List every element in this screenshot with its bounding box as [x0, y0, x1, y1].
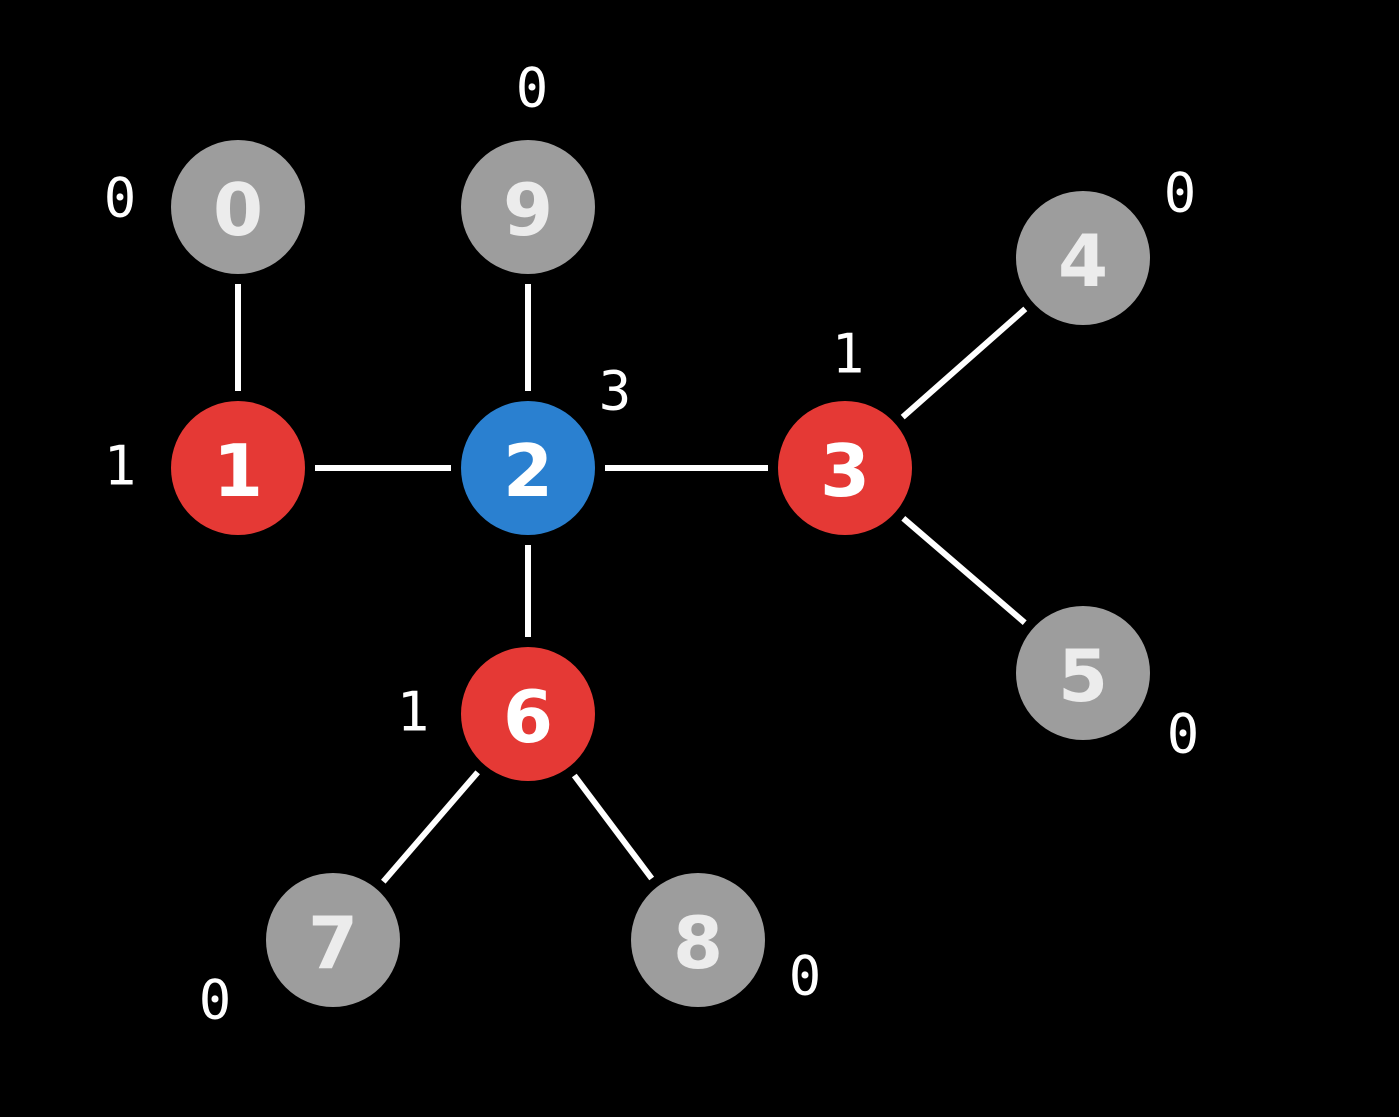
edge-3-4: [900, 306, 1028, 420]
node-4-circle: [1016, 191, 1150, 325]
node-0: 0 0: [104, 140, 305, 274]
node-4-id: 4: [1058, 219, 1108, 303]
node-9: 9 0: [461, 57, 595, 274]
node-6-id: 6: [503, 675, 553, 759]
node-9-circle: [461, 140, 595, 274]
nodes-layer: 0 0 1 1 2 3 3 1 4 0 5 0: [104, 57, 1200, 1032]
edges-layer: [235, 284, 1028, 884]
node-7: 7 0: [199, 873, 400, 1032]
node-0-value: 0: [104, 167, 137, 230]
node-8-id: 8: [673, 901, 723, 985]
node-8: 8 0: [631, 873, 821, 1008]
node-7-id: 7: [308, 901, 358, 985]
node-6-value: 1: [397, 681, 430, 744]
node-5-circle: [1016, 606, 1150, 740]
node-5-value: 0: [1167, 703, 1200, 766]
node-8-circle: [631, 873, 765, 1007]
node-9-value: 0: [516, 57, 549, 120]
node-5: 5 0: [1016, 606, 1199, 766]
node-7-circle: [266, 873, 400, 1007]
node-2: 2 3: [461, 360, 632, 535]
node-3-value: 1: [832, 323, 865, 386]
node-1-value: 1: [104, 435, 137, 498]
node-3: 3 1: [778, 323, 912, 535]
node-7-value: 0: [199, 969, 232, 1032]
node-0-circle: [171, 140, 305, 274]
node-5-id: 5: [1058, 634, 1108, 718]
node-2-circle: [461, 401, 595, 535]
node-1: 1 1: [104, 401, 305, 535]
node-6-circle: [461, 647, 595, 781]
node-2-id: 2: [503, 429, 553, 513]
node-1-circle: [171, 401, 305, 535]
node-6: 6 1: [397, 647, 595, 781]
node-1-id: 1: [213, 429, 263, 513]
node-0-id: 0: [213, 168, 263, 252]
node-4-value: 0: [1164, 162, 1197, 225]
edge-6-7: [381, 770, 480, 884]
node-4: 4 0: [1016, 162, 1197, 325]
node-3-circle: [778, 401, 912, 535]
node-9-id: 9: [503, 168, 553, 252]
node-8-value: 0: [789, 945, 822, 1008]
node-2-value: 3: [599, 360, 632, 423]
edge-6-8: [571, 773, 655, 881]
node-3-id: 3: [820, 429, 870, 513]
edge-3-5: [901, 516, 1027, 625]
